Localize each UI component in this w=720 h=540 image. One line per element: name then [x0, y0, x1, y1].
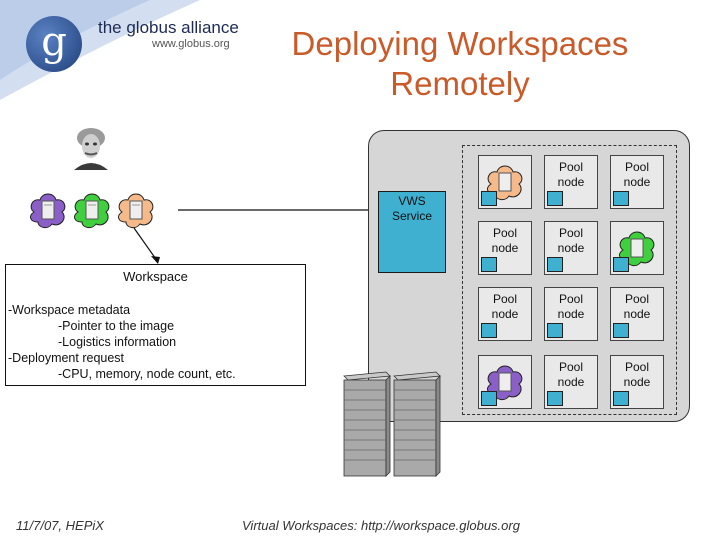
pool-node-label: Pool	[558, 292, 584, 306]
workspace-title: Workspace	[123, 269, 188, 284]
node-indicator	[481, 323, 497, 338]
pool-node-label: Pool	[624, 292, 650, 306]
pool-node-label: Pool	[492, 292, 518, 306]
node-indicator	[613, 257, 629, 272]
pool-node-label: node	[557, 175, 585, 189]
pool-node[interactable]	[478, 155, 532, 209]
brand-url: www.globus.org	[152, 38, 230, 50]
pool-node-label: Pool	[558, 360, 584, 374]
node-indicator	[547, 391, 563, 406]
node-indicator	[547, 257, 563, 272]
pool-node-label: Pool	[558, 226, 584, 240]
pool-node-label: node	[623, 307, 651, 321]
pool-node-label: node	[557, 375, 585, 389]
virtual-machine-cloud-icon	[30, 193, 66, 229]
pool-node-label: Pool	[492, 226, 518, 240]
globus-logo-icon: g	[26, 16, 82, 72]
server-rack-icon	[343, 371, 441, 477]
node-indicator	[547, 191, 563, 206]
node-indicator	[481, 257, 497, 272]
virtual-machine-cloud-icon	[118, 193, 154, 229]
pool-node-label: node	[491, 307, 519, 321]
node-indicator	[481, 191, 497, 206]
footer-date: 11/7/07, HEPiX	[16, 518, 104, 533]
node-indicator	[481, 391, 497, 406]
workspace-box: Workspace -Workspace metadata -Pointer t…	[5, 264, 306, 386]
node-indicator	[547, 323, 563, 338]
pool-node[interactable]	[610, 221, 664, 275]
pool-node-label: Pool	[624, 160, 650, 174]
vws-label-line2: Service	[391, 209, 432, 223]
workspace-line: -Deployment request	[8, 351, 125, 365]
pool-node-label: Pool	[624, 360, 650, 374]
workspace-line: -Pointer to the image	[58, 319, 175, 333]
pool-node-label: node	[623, 175, 651, 189]
pool-node-label: node	[623, 375, 651, 389]
workspace-line: -CPU, memory, node count, etc.	[58, 367, 236, 381]
pool-node-label: node	[491, 241, 519, 255]
title-line-1: Deploying Workspaces	[291, 25, 629, 62]
virtual-machine-cloud-icon	[74, 193, 110, 229]
node-indicator	[613, 323, 629, 338]
workspace-line: -Workspace metadata	[8, 303, 131, 317]
person-photo-icon	[72, 126, 110, 170]
node-indicator	[613, 391, 629, 406]
vws-label-line1: VWS	[398, 194, 426, 208]
pool-node-label: node	[557, 307, 585, 321]
vws-service[interactable]: VWS Service	[378, 191, 446, 273]
pool-region	[462, 145, 677, 415]
title-line-2: Remotely	[390, 65, 530, 102]
brand-name: the globus alliance	[98, 18, 239, 37]
pool-node-label: node	[557, 241, 585, 255]
workspace-line: -Logistics information	[58, 335, 177, 349]
footer-url: Virtual Workspaces: http://workspace.glo…	[242, 518, 520, 533]
node-indicator	[613, 191, 629, 206]
slide-title: Deploying Workspaces Remotely	[240, 24, 680, 104]
pool-node[interactable]	[478, 355, 532, 409]
pool-node-label: Pool	[558, 160, 584, 174]
